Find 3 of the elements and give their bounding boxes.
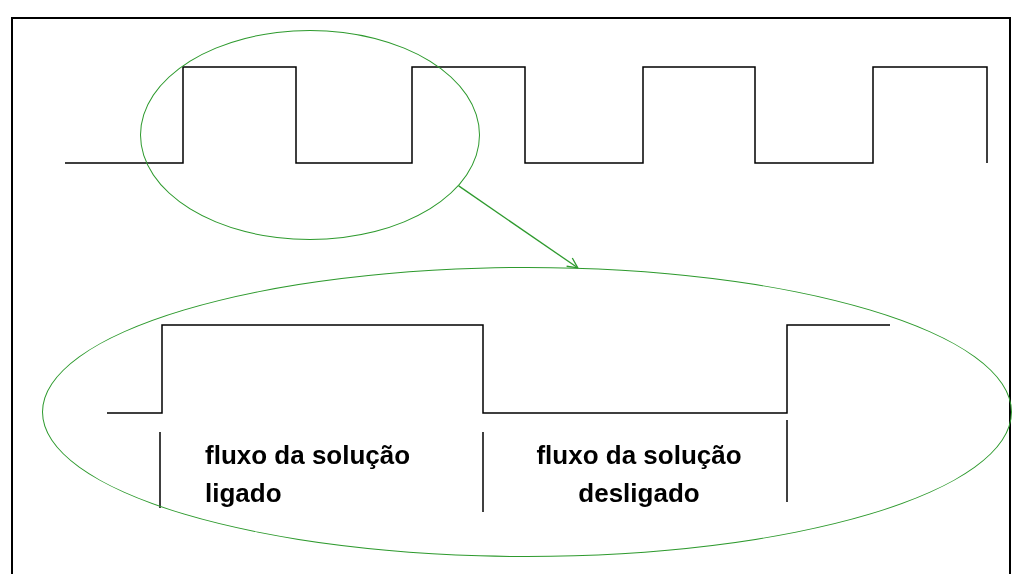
annotation-text: fluxo da solução ligado [205,439,412,510]
annotation-text: fluxo da solução desligado [535,439,743,510]
arrow [458,185,579,269]
